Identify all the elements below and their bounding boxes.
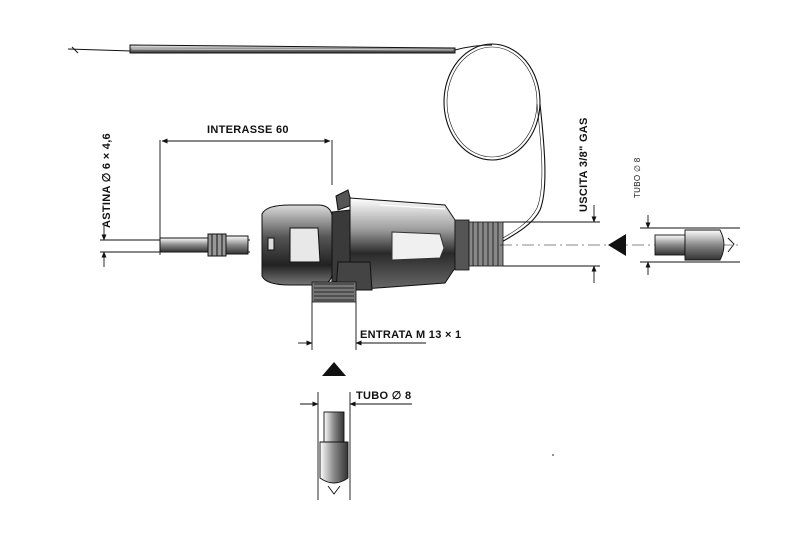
outlet-thread — [454, 219, 504, 271]
outlet-flow-arrow — [608, 234, 626, 256]
valve-stem — [159, 233, 249, 257]
speck — [552, 454, 554, 456]
inlet-thread — [311, 281, 357, 303]
label-uscita: USCITA 3/8" GAS — [578, 117, 590, 212]
entrata-dimension — [298, 302, 426, 350]
inlet-flow-arrow — [322, 362, 346, 376]
label-astina: ASTINA ∅ 6 × 4,6 — [101, 133, 113, 228]
capillary-tube — [443, 43, 546, 245]
label-interasse: INTERASSE 60 — [207, 124, 289, 136]
bottom-tube — [300, 392, 412, 500]
label-tubo-right: TUBO ∅ 8 — [633, 157, 642, 199]
label-tubo-bottom: TUBO ∅ 8 — [356, 390, 412, 402]
interasse-dimension — [159, 138, 333, 255]
label-entrata: ENTRATA M 13 × 1 — [360, 329, 462, 341]
sensor-bulb — [67, 44, 456, 54]
right-tube — [640, 215, 740, 275]
valve-body — [261, 189, 456, 291]
uscita-dimension — [503, 205, 600, 283]
